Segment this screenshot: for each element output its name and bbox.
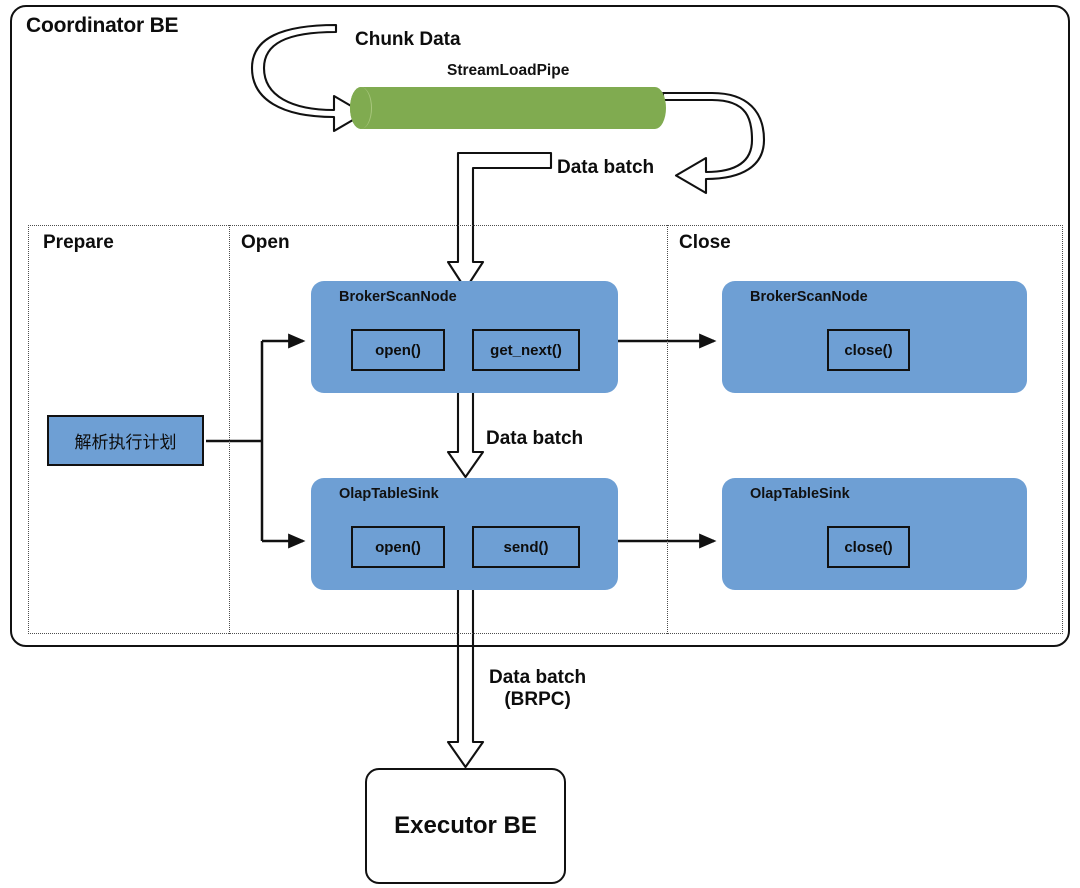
operator-brokerscannode-close[interactable]: BrokerScanNode close(): [722, 281, 1027, 393]
phase-divider-open-close: [667, 225, 668, 634]
operator-title: OlapTableSink: [339, 486, 439, 502]
edge-brokerscannode-to-olaptablesink: [446, 390, 485, 479]
method-close[interactable]: close(): [827, 526, 910, 568]
streamloadpipe-label: StreamLoadPipe: [447, 62, 570, 79]
operator-title: BrokerScanNode: [750, 289, 868, 305]
method-close[interactable]: close(): [827, 329, 910, 371]
method-open[interactable]: open(): [351, 526, 445, 568]
method-open[interactable]: open(): [351, 329, 445, 371]
operator-title: BrokerScanNode: [339, 289, 457, 305]
phase-label-close: Close: [679, 232, 731, 253]
data-batch-label-pipe-output: Data batch: [557, 157, 655, 178]
operator-title: OlapTableSink: [750, 486, 850, 502]
edge-olaptablesink-to-executor: [446, 587, 485, 769]
phase-label-open: Open: [241, 232, 290, 253]
streamloadpipe-cylinder: [350, 87, 666, 129]
chunk-data-label: Chunk Data: [355, 29, 461, 50]
coordinator-be-container: [10, 5, 1070, 647]
data-batch-brpc-label: Data batch (BRPC): [489, 667, 586, 712]
edge-data-batch-to-brokerscannode: [446, 151, 553, 291]
edge-pipe-to-data-batch: [661, 91, 766, 195]
operator-olaptablesink-open[interactable]: OlapTableSink open() send(): [311, 478, 618, 590]
phases-container: [28, 225, 1063, 634]
phase-divider-prepare-open: [229, 225, 230, 634]
phase-label-prepare: Prepare: [43, 232, 114, 253]
operator-olaptablesink-close[interactable]: OlapTableSink close(): [722, 478, 1027, 590]
cylinder-left-cap: [350, 87, 372, 129]
operator-brokerscannode-open[interactable]: BrokerScanNode open() get_next(): [311, 281, 618, 393]
edge-parseplan-branch: [206, 333, 306, 549]
method-send[interactable]: send(): [472, 526, 580, 568]
cylinder-body: [350, 87, 666, 129]
edge-chunk-data-to-pipe: [250, 23, 366, 133]
method-get-next[interactable]: get_next(): [472, 329, 580, 371]
data-batch-brpc-line1: Data batch: [489, 667, 587, 688]
data-batch-brpc-line2: (BRPC): [504, 689, 571, 711]
parse-execution-plan-box[interactable]: 解析执行计划: [47, 415, 204, 466]
data-batch-label-scan-to-sink: Data batch: [486, 428, 584, 449]
executor-be-box[interactable]: Executor BE: [365, 768, 566, 884]
coordinator-be-title: Coordinator BE: [26, 14, 179, 37]
